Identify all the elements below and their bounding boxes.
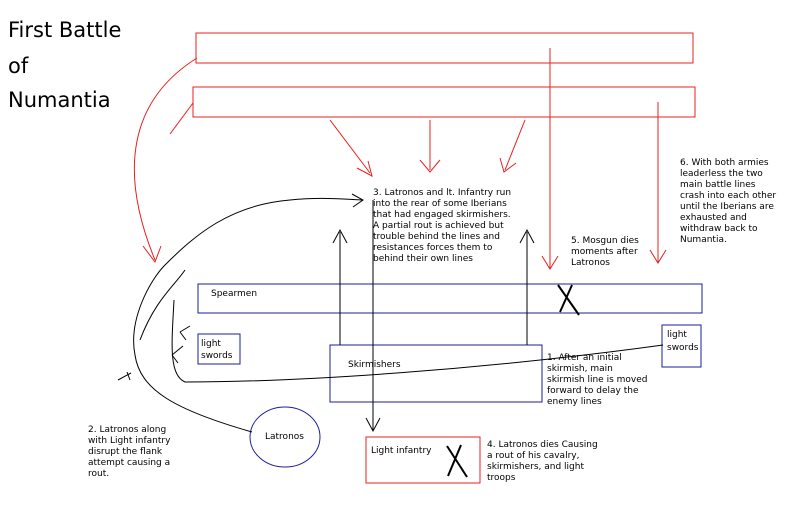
light-infantry-label: Light infantry	[371, 446, 432, 456]
light-swords-right-label-1: light	[667, 330, 687, 340]
note-5: 5. Mosgun dies moments after Latronos	[571, 236, 639, 268]
note-3: 3. Latronos and lt. Infantry run into th…	[373, 188, 512, 264]
spearmen-label: Spearmen	[211, 289, 258, 299]
iberian-back-line	[195, 32, 694, 64]
iberian-arrow-1	[329, 119, 371, 174]
diagram-title-line3: Numantia	[8, 88, 111, 112]
mosgun-death-mark	[557, 284, 580, 316]
light-swords-right-label-2: swords	[667, 343, 699, 353]
cavalry-sweep-line	[171, 299, 664, 383]
flank-hook-1	[117, 371, 132, 381]
iberian-branch-line	[169, 102, 194, 135]
note-6: 6. With both armies leaderless the two m…	[680, 158, 777, 245]
diagram-title-line2: of	[8, 54, 29, 78]
flank-path-inner	[139, 269, 186, 341]
spearmen-line	[197, 283, 703, 314]
light-swords-left-label-2: swords	[201, 351, 233, 361]
note-1: 1. After an initial skirmish, main skirm…	[547, 353, 648, 407]
iberian-flank-arrow	[133, 57, 198, 261]
iberian-arrow-3	[504, 119, 526, 171]
latronos-unit	[249, 406, 321, 468]
light-swords-left-label-1: light	[201, 339, 221, 349]
light-swords-left	[197, 333, 241, 365]
latronos-death-mark	[446, 444, 468, 478]
light-infantry-unit	[365, 436, 481, 484]
light-swords-right	[661, 324, 702, 368]
iberian-front-line	[192, 86, 696, 118]
note-4: 4. Latronos dies Causing a rout of his c…	[487, 440, 598, 483]
latronos-label: Latronos	[265, 432, 304, 442]
skirmishers-label: Skirmishers	[348, 360, 401, 370]
skirmisher-line	[329, 344, 543, 403]
diagram-title-line1: First Battle	[8, 18, 122, 42]
latronos-flank-path	[133, 197, 363, 433]
note-2: 2. Latronos along with Light infantry di…	[88, 425, 171, 479]
flank-hook-3	[179, 325, 191, 341]
flank-hook-2	[171, 345, 184, 364]
